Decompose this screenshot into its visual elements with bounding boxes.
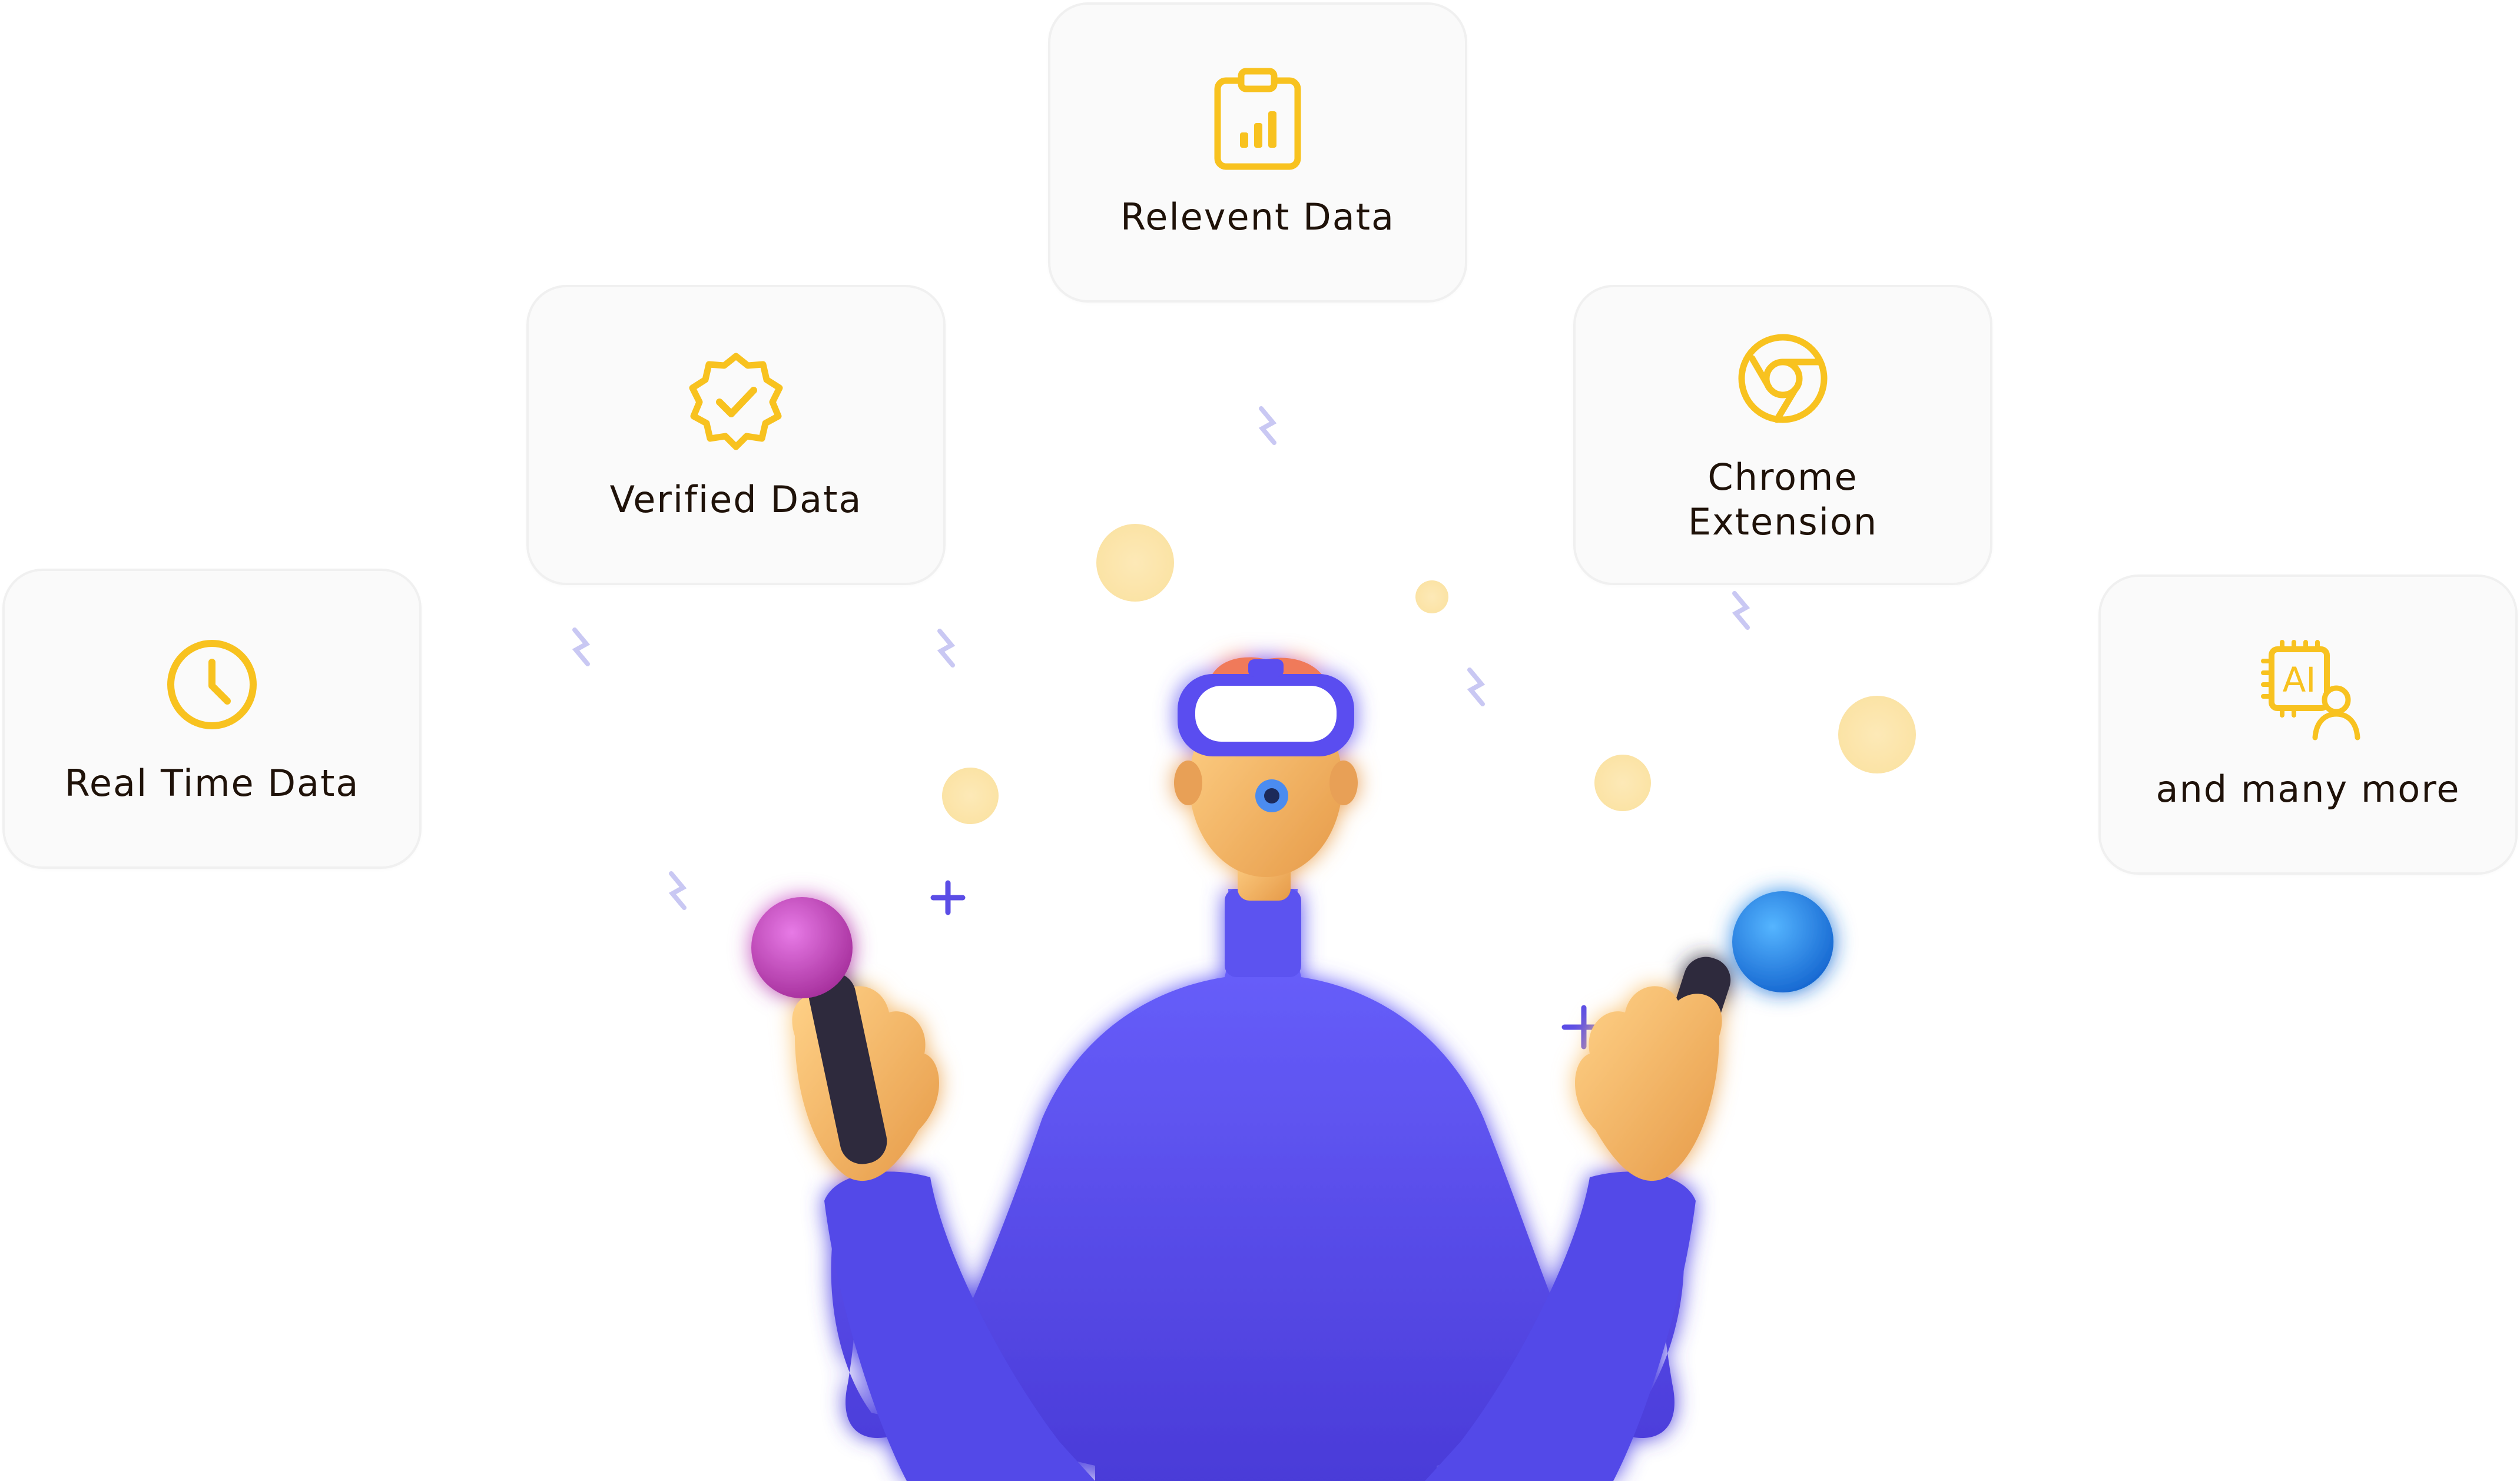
clipboard-chart-icon — [1214, 68, 1301, 170]
left-controller-handle — [808, 972, 887, 1164]
feature-card-verified-data: Verified Data — [526, 285, 946, 585]
feature-label: Chrome Extension — [1687, 456, 1878, 543]
left-sleeve — [824, 1171, 1095, 1481]
decor-dot — [1096, 524, 1174, 602]
feature-label: Real Time Data — [64, 762, 360, 805]
clock-icon — [167, 640, 257, 729]
right-sleeve — [1425, 1171, 1696, 1481]
feature-card-chrome-extension: Chrome Extension — [1573, 285, 1992, 585]
left-controller-orb — [751, 897, 853, 998]
chrome-icon — [1738, 334, 1828, 423]
decor-dot — [1838, 696, 1916, 773]
collar — [1225, 889, 1301, 977]
decor-dot — [1594, 755, 1651, 811]
ai-chip-user-icon: AI — [2261, 640, 2360, 741]
decor-zigzags — [572, 406, 1750, 910]
feature-card-and-many-more: AI and many more — [2098, 575, 2518, 875]
right-hand — [1575, 986, 1722, 1181]
sweater-torso — [831, 889, 1684, 1481]
feature-label: Verified Data — [609, 478, 863, 521]
right-controller-orb — [1732, 891, 1833, 992]
feature-label: Relevent Data — [1120, 195, 1395, 238]
feature-card-relevent-data: Relevent Data — [1048, 2, 1467, 303]
feature-card-real-time-data: Real Time Data — [2, 569, 422, 869]
decor-dot — [942, 768, 999, 824]
verified-badge-icon — [689, 353, 783, 450]
svg-text:AI: AI — [2283, 660, 2316, 700]
decor-dot — [1415, 580, 1448, 613]
feature-label: and many more — [2156, 768, 2461, 811]
